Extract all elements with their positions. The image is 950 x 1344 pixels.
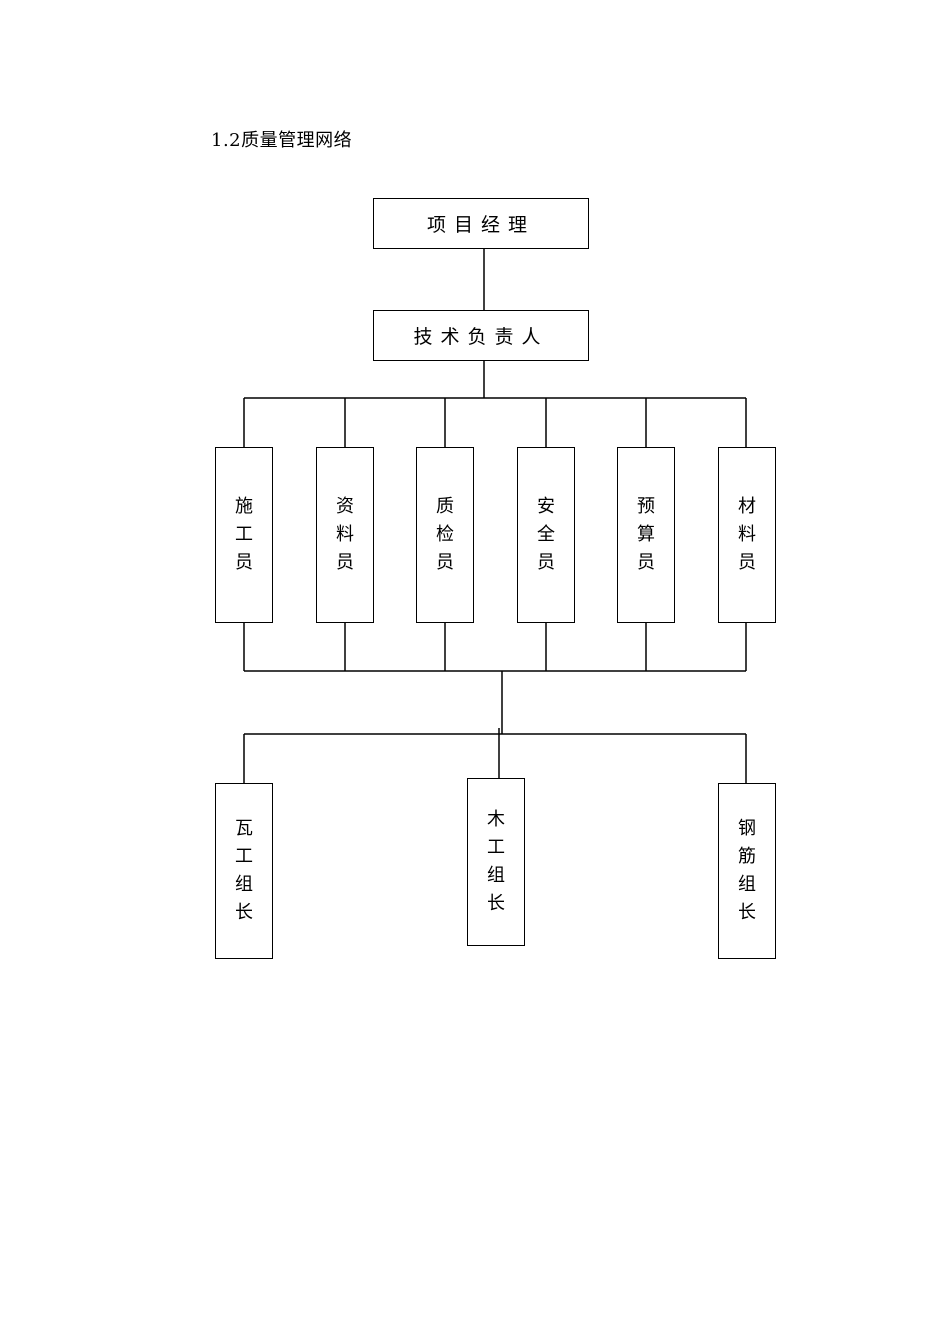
staff-box-quality-inspector: 质检员 — [416, 447, 474, 623]
staff-label-documentation: 资料员 — [336, 493, 354, 577]
label-char: 长 — [235, 902, 253, 923]
leader-box-carpentry: 木工组长 — [467, 778, 525, 946]
label-char: 员 — [637, 552, 655, 573]
leader-label-rebar: 钢筋组长 — [738, 815, 756, 927]
label-char: 施 — [235, 496, 253, 517]
label-char: 资 — [336, 496, 354, 517]
label-char: 全 — [537, 524, 555, 545]
staff-box-materials: 材料员 — [718, 447, 776, 623]
label-char: 长 — [738, 902, 756, 923]
label-char: 员 — [436, 552, 454, 573]
label-char: 员 — [336, 552, 354, 573]
project-manager-label: 项目经理 — [426, 214, 535, 236]
staff-label-constructor: 施工员 — [235, 493, 253, 577]
leader-label-masonry: 瓦工组长 — [235, 815, 253, 927]
label-char: 预 — [637, 496, 655, 517]
label-char: 钢 — [738, 818, 756, 839]
staff-label-materials: 材料员 — [738, 493, 756, 577]
label-char: 筋 — [738, 846, 756, 867]
label-char: 组 — [235, 874, 253, 895]
staff-label-budget: 预算员 — [637, 493, 655, 577]
staff-box-budget: 预算员 — [617, 447, 675, 623]
label-char: 工 — [487, 837, 505, 858]
label-char: 料 — [738, 524, 756, 545]
label-char: 木 — [487, 809, 505, 830]
leader-label-carpentry: 木工组长 — [487, 806, 505, 918]
leader-box-masonry: 瓦工组长 — [215, 783, 273, 959]
leader-box-rebar: 钢筋组长 — [718, 783, 776, 959]
technical-lead-label: 技术负责人 — [413, 326, 549, 348]
label-char: 员 — [537, 552, 555, 573]
label-char: 检 — [436, 524, 454, 545]
label-char: 长 — [487, 893, 505, 914]
label-char: 安 — [537, 496, 555, 517]
technical-lead-box: 技术负责人 — [373, 310, 589, 361]
staff-label-quality-inspector: 质检员 — [436, 493, 454, 577]
label-char: 组 — [738, 874, 756, 895]
label-char: 工 — [235, 524, 253, 545]
label-char: 材 — [738, 496, 756, 517]
label-char: 组 — [487, 865, 505, 886]
label-char: 质 — [436, 496, 454, 517]
staff-box-safety: 安全员 — [517, 447, 575, 623]
label-char: 算 — [637, 524, 655, 545]
staff-label-safety: 安全员 — [537, 493, 555, 577]
label-char: 工 — [235, 846, 253, 867]
staff-box-documentation: 资料员 — [316, 447, 374, 623]
label-char: 员 — [235, 552, 253, 573]
section-heading: 1.2质量管理网络 — [211, 130, 353, 151]
project-manager-box: 项目经理 — [373, 198, 589, 249]
label-char: 员 — [738, 552, 756, 573]
label-char: 瓦 — [235, 818, 253, 839]
staff-box-constructor: 施工员 — [215, 447, 273, 623]
label-char: 料 — [336, 524, 354, 545]
